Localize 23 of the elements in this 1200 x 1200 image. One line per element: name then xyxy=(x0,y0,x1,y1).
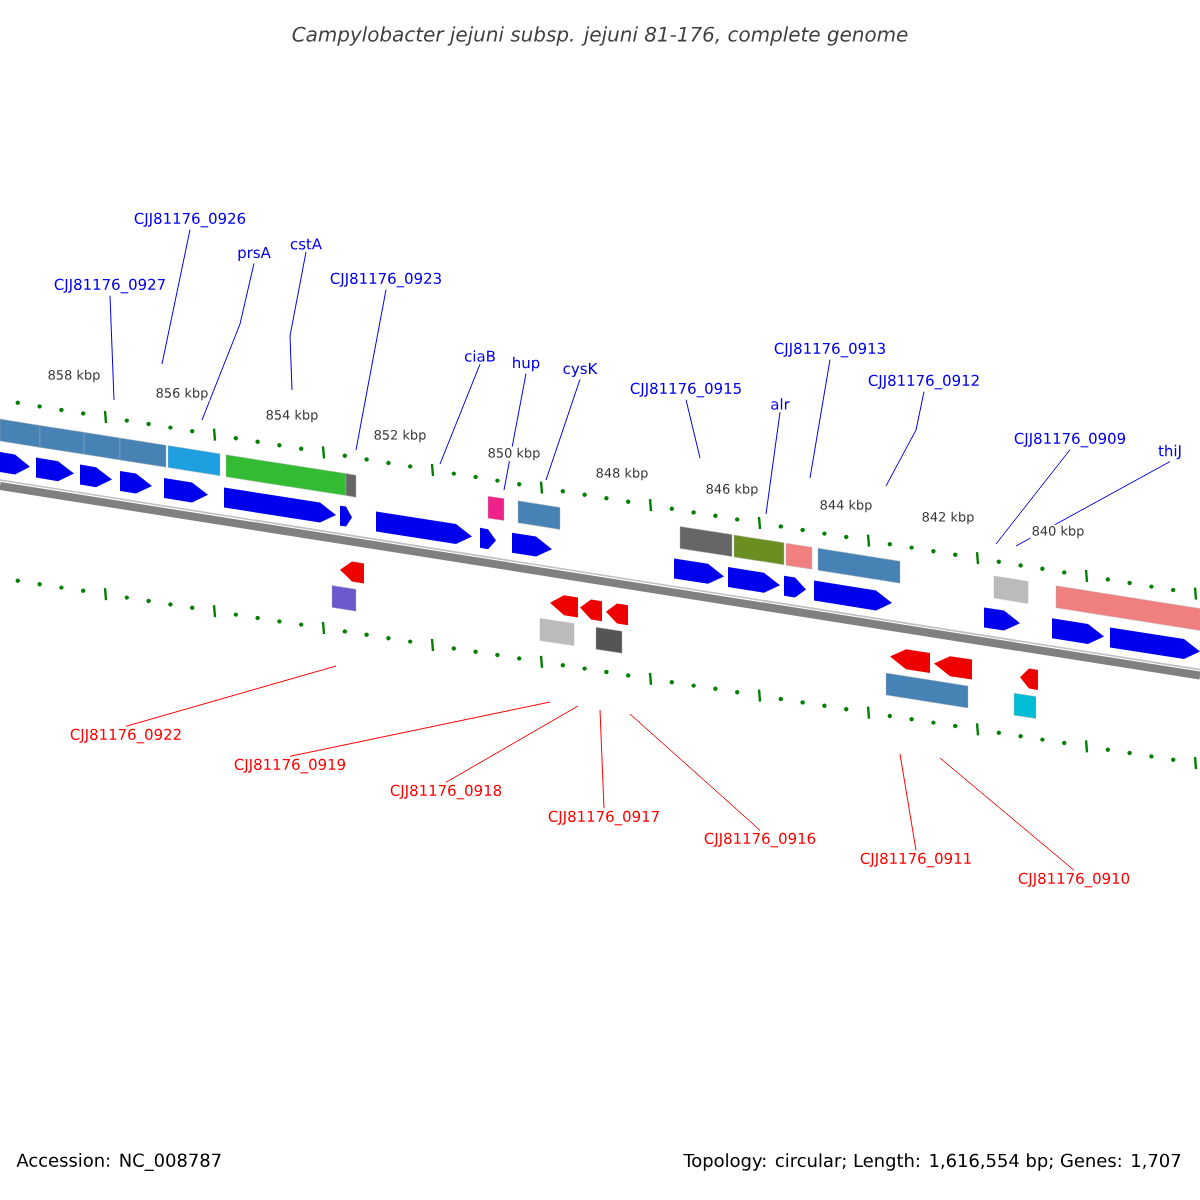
leader-line xyxy=(599,709,605,809)
leader-line xyxy=(503,373,527,491)
leader-line xyxy=(899,753,917,851)
leader-line xyxy=(125,665,337,727)
leader-line xyxy=(685,399,701,459)
leader-line xyxy=(629,713,761,831)
leader-line xyxy=(201,262,255,421)
leader-line xyxy=(161,229,191,365)
leader-line xyxy=(289,701,551,757)
footer-text: Accession: NC_008787 xyxy=(16,1153,221,1171)
leader-line xyxy=(445,705,579,783)
footer-text: Topology: circular; Length: 1,616,554 bp; Genes: 1,707 xyxy=(683,1153,1181,1171)
leader-line xyxy=(545,378,581,481)
leader-line xyxy=(885,391,925,487)
leader-line xyxy=(765,411,781,515)
leader-line xyxy=(809,359,831,479)
leader-line xyxy=(939,757,1075,871)
leader-line xyxy=(355,289,387,451)
leader-line xyxy=(439,363,481,465)
leader-line xyxy=(289,251,307,391)
leader-line xyxy=(109,295,115,401)
title: Campylobacter jejuni subsp. jejuni 81-176, complete genome xyxy=(292,26,908,46)
leader-line xyxy=(995,449,1071,545)
